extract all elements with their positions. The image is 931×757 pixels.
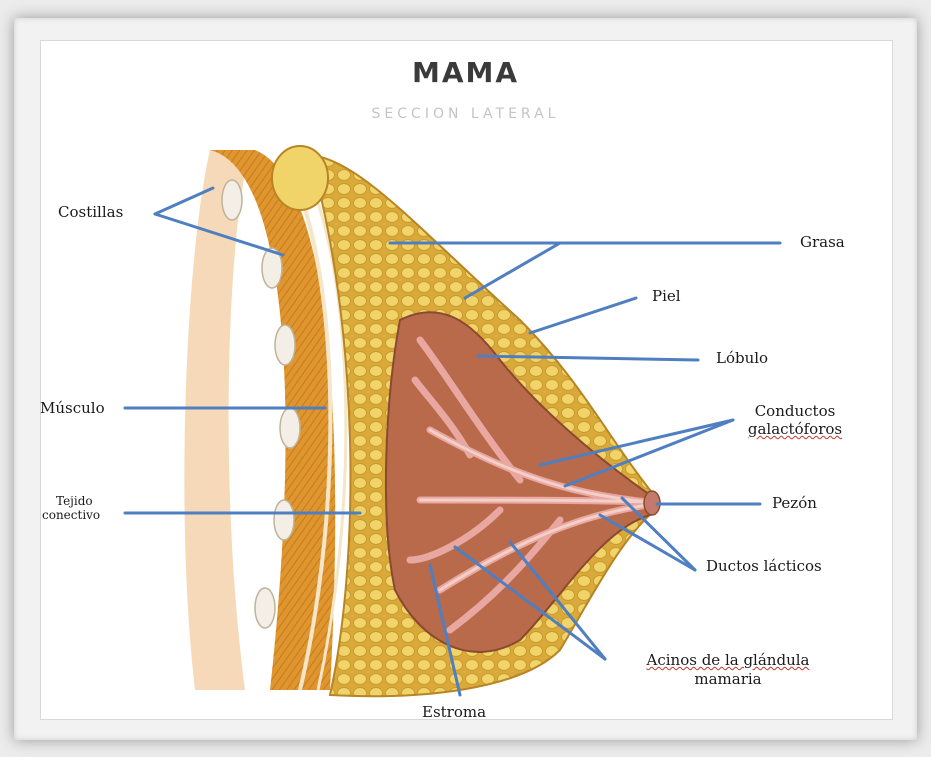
label-grasa: Grasa bbox=[800, 233, 845, 251]
label-pezon: Pezón bbox=[772, 494, 817, 512]
body-shadow bbox=[184, 150, 250, 690]
label-acinos-line2: mamaria bbox=[618, 670, 838, 689]
label-conductos-galactoforos: Conductos galactóforos bbox=[740, 402, 850, 438]
diagram-subtitle: SECCION LATERAL bbox=[0, 106, 931, 122]
label-lobulo: Lóbulo bbox=[716, 349, 768, 367]
label-conductos-line2: galactóforos bbox=[740, 420, 850, 438]
label-conductos-line1: Conductos bbox=[740, 402, 850, 420]
label-tejido-line1: Tejido bbox=[42, 494, 100, 508]
label-costillas: Costillas bbox=[58, 203, 123, 221]
label-ductos-lacticos: Ductos lácticos bbox=[706, 557, 822, 575]
label-acinos: Acinos de la glándula mamaria bbox=[618, 651, 838, 689]
label-tejido-line2: conectivo bbox=[42, 508, 100, 522]
label-acinos-line1: Acinos de la glándula bbox=[618, 651, 838, 670]
label-acinos-text: Acinos de la glándula bbox=[647, 651, 810, 669]
label-tejido-conectivo: Tejido conectivo bbox=[42, 494, 100, 522]
diagram-title: MAMA bbox=[0, 56, 931, 89]
label-estroma: Estroma bbox=[422, 703, 486, 721]
label-piel: Piel bbox=[652, 287, 681, 305]
label-musculo: Músculo bbox=[40, 399, 105, 417]
